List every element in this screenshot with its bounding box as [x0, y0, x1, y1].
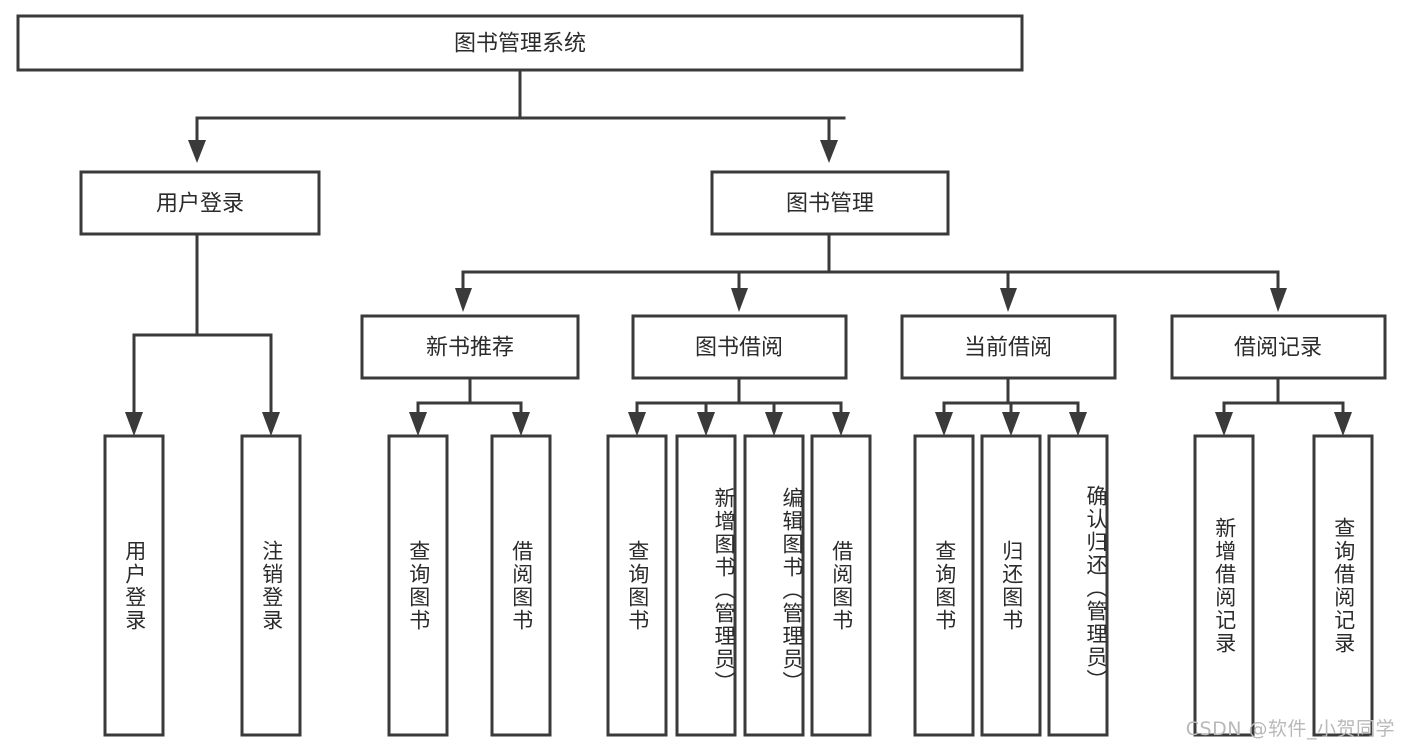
- leaf-box-query-book-1[interactable]: [387, 434, 449, 737]
- node-book-manage-label: 图书管理: [786, 192, 874, 217]
- node-book-borrow-label: 图书借阅: [695, 336, 783, 361]
- connector-root-to-level2: [188, 68, 846, 163]
- node-borrow-record[interactable]: 借阅记录: [1170, 314, 1387, 380]
- node-new-book-recommend-label: 新书推荐: [426, 336, 514, 361]
- node-new-book-recommend[interactable]: 新书推荐: [360, 314, 580, 380]
- node-user-login[interactable]: 用户登录: [79, 170, 321, 236]
- leaf-box-logout-login[interactable]: [240, 434, 302, 737]
- node-user-login-label: 用户登录: [156, 192, 244, 217]
- leaf-box-add-record[interactable]: [1193, 434, 1255, 737]
- node-borrow-record-label: 借阅记录: [1234, 336, 1322, 361]
- connector-currentborrow-to-leaves: [935, 376, 1087, 436]
- leaf-box-confirm-return[interactable]: [1047, 434, 1109, 737]
- leaf-box-borrow-book-1[interactable]: [490, 434, 552, 737]
- node-current-borrow[interactable]: 当前借阅: [900, 314, 1117, 380]
- connector-userlogin-to-leaves: [125, 232, 280, 436]
- leaf-box-edit-book[interactable]: [743, 434, 805, 737]
- leaf-box-query-book-2[interactable]: [606, 434, 668, 737]
- leaf-box-query-record[interactable]: [1312, 434, 1374, 737]
- node-root[interactable]: 图书管理系统: [16, 14, 1024, 72]
- leaf-box-add-book[interactable]: [675, 434, 737, 737]
- node-root-label: 图书管理系统: [454, 32, 586, 57]
- node-current-borrow-label: 当前借阅: [964, 336, 1052, 361]
- connector-borrowrecord-to-leaves: [1215, 376, 1352, 436]
- leaf-box-return-book[interactable]: [980, 434, 1042, 737]
- node-book-borrow[interactable]: 图书借阅: [631, 314, 848, 380]
- csdn-watermark: CSDN @软件_小贺同学: [1185, 718, 1395, 740]
- leaf-boxes: [103, 434, 1374, 737]
- connector-bookmanage-to-level3: [455, 232, 1287, 312]
- connector-newbook-to-leaves: [409, 376, 530, 436]
- leaf-box-query-book-3[interactable]: [913, 434, 975, 737]
- leaf-box-borrow-book-2[interactable]: [810, 434, 872, 737]
- leaf-box-user-login[interactable]: [103, 434, 165, 737]
- node-book-manage[interactable]: 图书管理: [710, 170, 950, 236]
- connector-bookborrow-to-leaves: [628, 376, 850, 436]
